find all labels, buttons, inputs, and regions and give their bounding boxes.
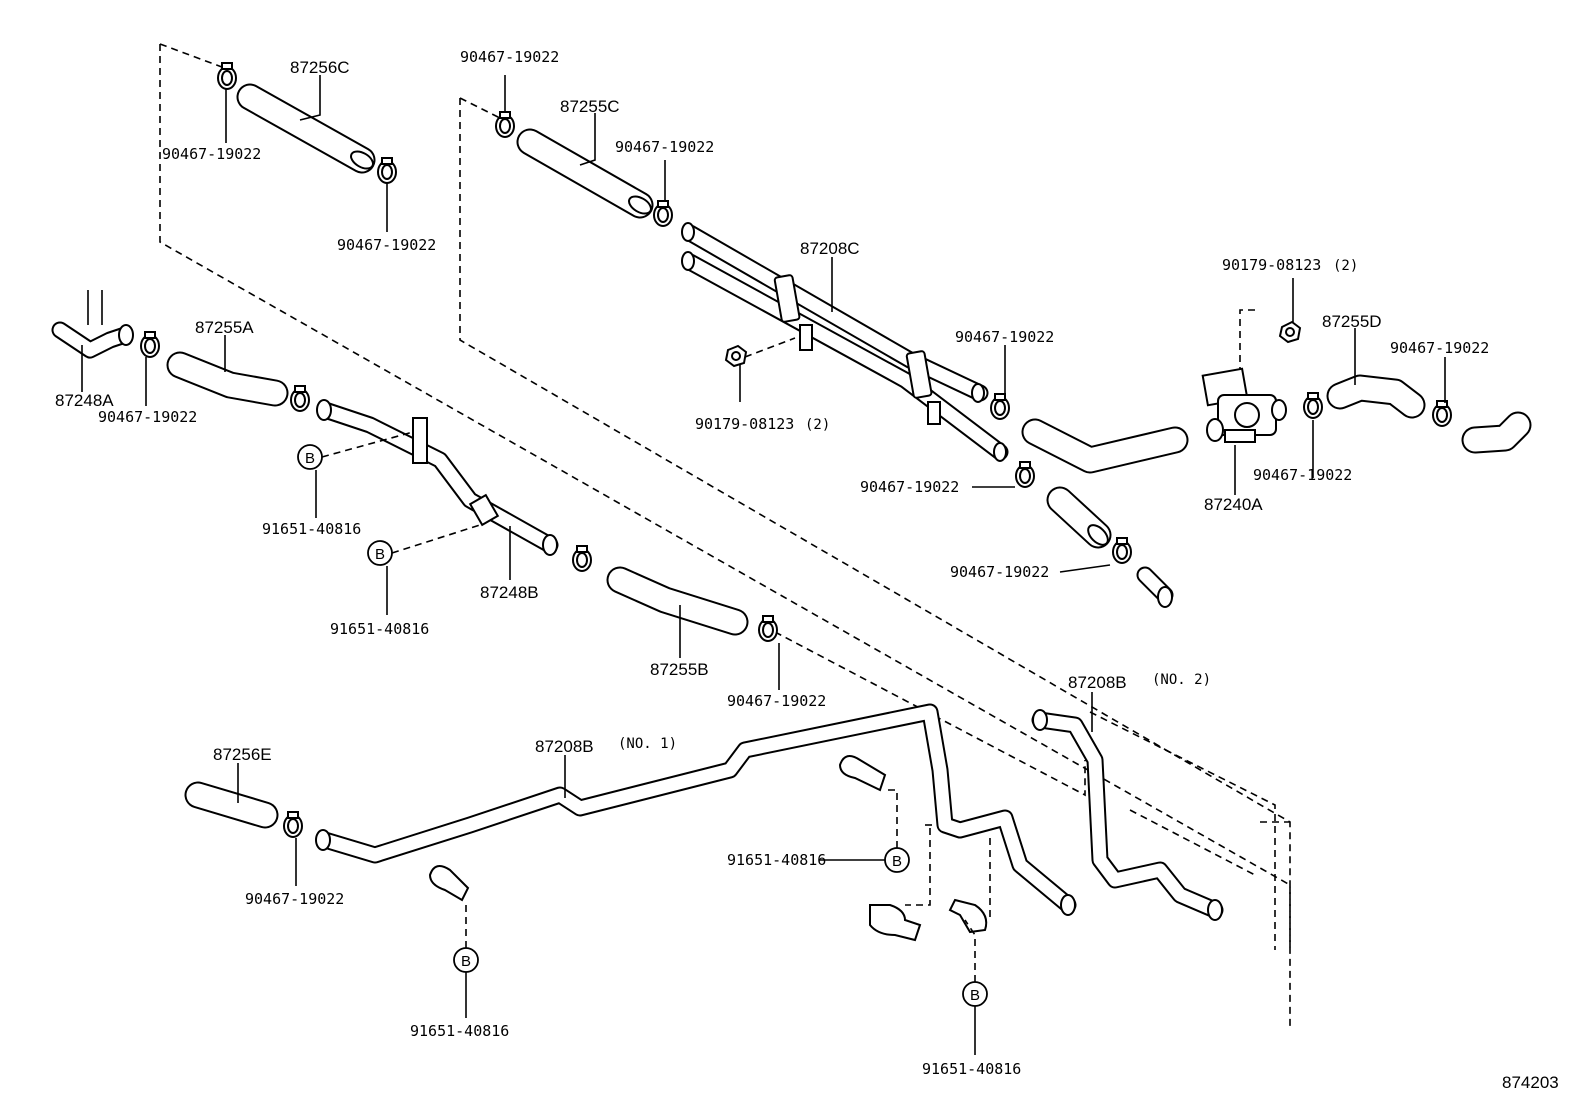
clamp-icon[interactable] (990, 393, 1010, 420)
label-clamp: 90467-19022 (1390, 339, 1489, 357)
pipe-87248b[interactable] (316, 399, 559, 556)
label-87255d: 87255D (1322, 312, 1382, 331)
label-87255b: 87255B (650, 660, 709, 679)
label-87256e: 87256E (213, 745, 272, 764)
diagram-id: 874203 (1502, 1073, 1559, 1092)
pipe-clamp[interactable] (948, 898, 988, 934)
ref-circle-b[interactable]: B (297, 444, 323, 470)
label-clamp: 90467-19022 (245, 890, 344, 908)
label-87256c: 87256C (290, 58, 350, 77)
hose-87255b[interactable] (606, 566, 749, 636)
hose-87255d[interactable] (1326, 374, 1426, 419)
labels: 87256C 90467-19022 90467-19022 90467-190… (55, 48, 1559, 1092)
ref-circle-b[interactable]: B (453, 947, 479, 973)
label-87248b: 87248B (480, 583, 539, 602)
hose-87255c[interactable] (516, 128, 654, 219)
pipe-87248a[interactable] (51, 290, 134, 359)
nut-icon[interactable] (724, 344, 748, 368)
label-87255c: 87255C (560, 97, 620, 116)
pipe-clamp[interactable] (428, 865, 470, 902)
pipe-87208b-no1[interactable] (315, 703, 1077, 916)
clamp-icon[interactable] (495, 111, 515, 138)
label-clamp: 90467-19022 (162, 145, 261, 163)
leader-lines (81, 75, 1446, 1055)
clamp-icon[interactable] (1112, 537, 1132, 564)
label-clamp-b: 91651-40816 (727, 851, 826, 869)
label-87208b-no1: 87208B (535, 737, 594, 756)
label-clamp-b: 91651-40816 (410, 1022, 509, 1040)
label-nut-qty: (2) (1333, 258, 1358, 274)
clamp-icon[interactable] (217, 62, 237, 90)
hose-to-valve[interactable] (1021, 418, 1189, 474)
label-clamp: 90467-19022 (1253, 466, 1352, 484)
clamp-icon[interactable] (653, 200, 673, 227)
label-nut: 90179-08123 (1222, 256, 1321, 274)
label-clamp: 90467-19022 (460, 48, 559, 66)
label-clamp: 90467-19022 (955, 328, 1054, 346)
label-87240a: 87240A (1204, 495, 1263, 514)
pipe-stub[interactable] (1136, 566, 1174, 608)
label-87208b-no2: 87208B (1068, 673, 1127, 692)
svg-text:B: B (375, 546, 385, 563)
water-valve-87240a[interactable] (1201, 367, 1287, 443)
hose-87255a[interactable] (166, 351, 289, 407)
clamp-icon[interactable] (283, 811, 303, 838)
label-87208b-no1-note: (NO. 1) (618, 736, 677, 752)
ref-circle-b[interactable]: B (962, 981, 988, 1007)
clamp-icon[interactable] (290, 385, 310, 412)
svg-text:B: B (305, 450, 315, 467)
label-clamp-b: 91651-40816 (330, 620, 429, 638)
svg-text:B: B (892, 853, 902, 870)
clamp-icon[interactable] (140, 331, 160, 358)
ref-circle-b[interactable]: B (367, 540, 393, 566)
label-clamp: 90467-19022 (950, 563, 1049, 581)
hose-87256e[interactable] (184, 781, 279, 829)
clamp-icon[interactable] (1015, 461, 1035, 488)
hose-87256c[interactable] (236, 83, 376, 174)
label-87208c: 87208C (800, 239, 860, 258)
pipe-clamp[interactable] (838, 755, 887, 792)
label-nut: 90179-08123 (695, 415, 794, 433)
label-clamp: 90467-19022 (615, 138, 714, 156)
clamp-icon[interactable] (572, 545, 592, 572)
clamp-icon[interactable] (377, 157, 397, 184)
label-clamp: 90467-19022 (860, 478, 959, 496)
short-hose[interactable] (1046, 486, 1112, 549)
label-clamp-b: 91651-40816 (262, 520, 361, 538)
elbow-hose[interactable] (1461, 411, 1532, 454)
pipe-clamp[interactable] (869, 904, 922, 942)
svg-text:B: B (461, 953, 471, 970)
label-clamp-b: 91651-40816 (922, 1060, 1021, 1078)
label-87248a: 87248A (55, 391, 114, 410)
pipe-87208b-no2[interactable] (1031, 709, 1224, 921)
label-nut-qty: (2) (805, 417, 830, 433)
label-87255a: 87255A (195, 318, 254, 337)
ref-circle-b[interactable]: B (884, 847, 910, 873)
clamp-icon[interactable] (758, 615, 778, 642)
label-87208b-no2-note: (NO. 2) (1152, 672, 1211, 688)
label-clamp: 90467-19022 (337, 236, 436, 254)
label-clamp: 90467-19022 (98, 408, 197, 426)
svg-text:B: B (970, 987, 980, 1004)
dashed-group-lines (159, 43, 1291, 1030)
clamp-icon[interactable] (1432, 400, 1452, 427)
nut-icon[interactable] (1278, 320, 1302, 344)
pipe-87208c[interactable] (681, 222, 1009, 462)
label-clamp: 90467-19022 (727, 692, 826, 710)
clamp-icon[interactable] (1303, 392, 1323, 419)
